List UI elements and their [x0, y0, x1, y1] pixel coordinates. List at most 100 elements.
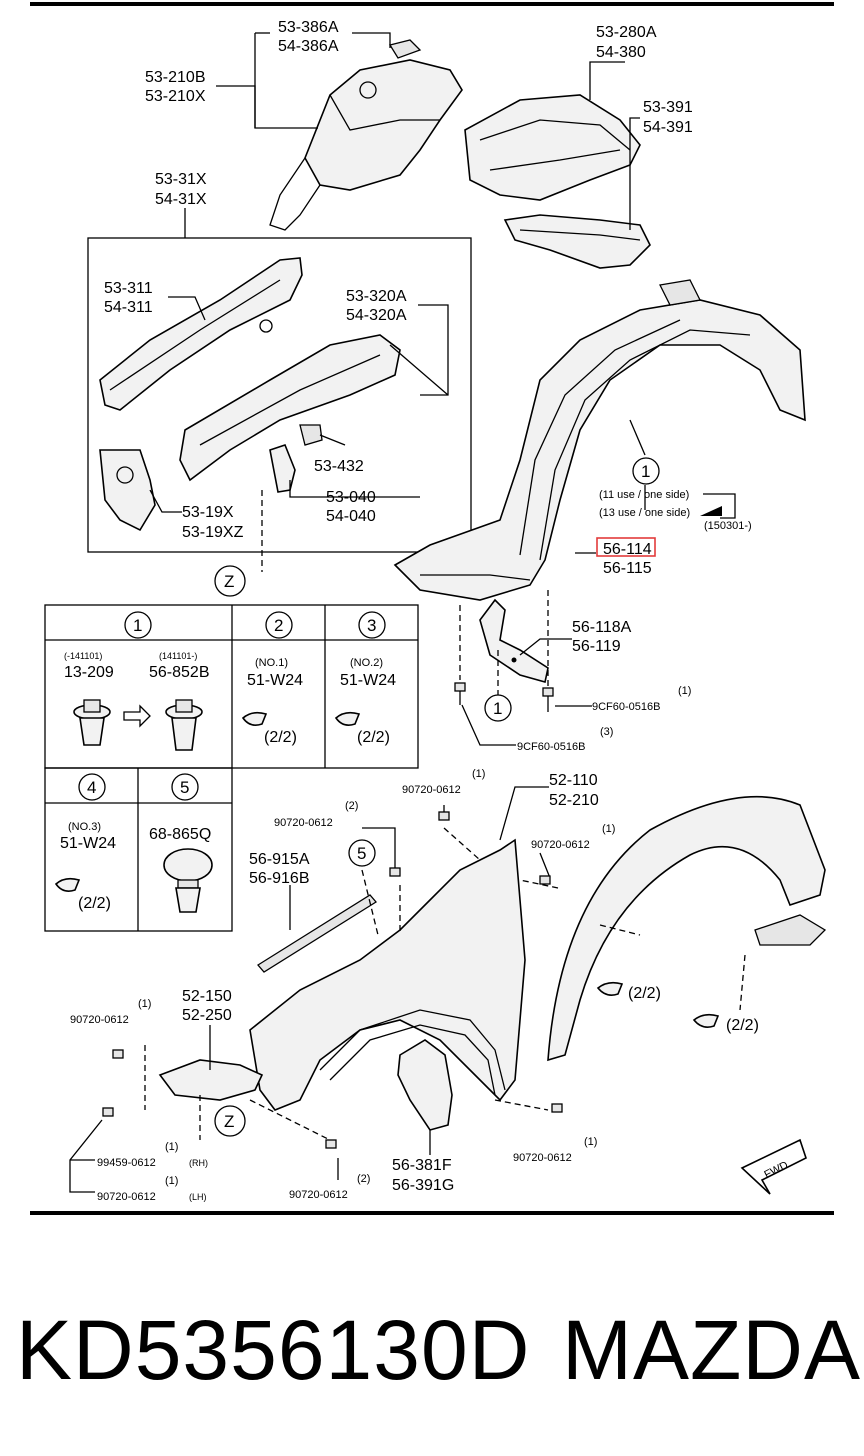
table-h5: 5	[180, 778, 189, 797]
screw-9cf60-left-icon	[454, 682, 466, 705]
label-56-916b: 56-916B	[249, 870, 310, 887]
label-half-molding-a: (2/2)	[628, 985, 661, 1002]
tape-hand-icon-no1	[241, 711, 268, 726]
z-callout-upper	[214, 565, 246, 597]
tape-hand-icon-molding-b	[692, 1013, 720, 1028]
tape-hand-icon-molding-a	[596, 981, 624, 996]
table-h3: 3	[367, 616, 376, 635]
clip-13-209-icon	[73, 699, 111, 746]
table-header-circle-1	[124, 611, 152, 639]
label-qty-90720-c: (1)	[602, 823, 615, 835]
leaders-bottom-liner	[459, 590, 592, 746]
label-53-391: 53-391	[643, 99, 693, 116]
label-54-320a: 54-320A	[346, 307, 407, 324]
bracket-53-19x-part	[99, 449, 156, 532]
right-upper-member-part	[464, 94, 641, 201]
fender-liner-part	[393, 279, 806, 601]
table-header-circle-2	[265, 611, 293, 639]
label-54-380: 54-380	[596, 44, 646, 61]
arrow-right-icon	[123, 704, 151, 728]
label-56-119: 56-119	[572, 638, 621, 655]
leaders-liner	[575, 419, 736, 554]
label-150301: (150301-)	[704, 520, 752, 532]
label-54-040: 54-040	[326, 508, 376, 525]
detail-box	[87, 237, 472, 553]
table-c3-half: (2/2)	[357, 729, 390, 746]
label-13-use: (13 use / one side)	[599, 507, 690, 519]
label-qty-90720-f: (2)	[357, 1173, 370, 1185]
label-90720-f: 90720-0612	[289, 1189, 348, 1201]
label-53-320a: 53-320A	[346, 288, 407, 305]
screw-9cf60-right-icon	[542, 687, 554, 712]
label-56-915a: 56-915A	[249, 851, 310, 868]
label-53-040: 53-040	[326, 489, 376, 506]
callout-1-main-label: 1	[641, 462, 650, 481]
label-56-114: 56-114	[603, 541, 652, 558]
table-c1-part-a: 13-209	[64, 664, 114, 681]
label-qty-90720-e: (1)	[165, 1175, 178, 1187]
brand-name: MAZDA	[562, 1303, 861, 1397]
callout-1-main	[632, 457, 660, 485]
fender-bracket-52-150-part	[158, 1059, 264, 1101]
table-h4: 4	[87, 778, 96, 797]
table-header-circle-5	[171, 773, 199, 801]
label-53-280a: 53-280A	[596, 24, 657, 41]
clip-table-grid	[44, 604, 419, 932]
label-54-391: 54-391	[643, 119, 693, 136]
table-h1: 1	[133, 616, 142, 635]
table-c1-date-a: (-141101)	[64, 651, 102, 661]
label-qty-90720-a: (1)	[472, 768, 485, 780]
label-53-432: 53-432	[314, 458, 364, 475]
label-54-31x: 54-31X	[155, 191, 207, 208]
part-number: KD5356130D	[16, 1303, 531, 1397]
table-c4-half: (2/2)	[78, 895, 111, 912]
apron-reinforcement-part	[179, 334, 401, 482]
label-99459: 99459-0612	[97, 1157, 156, 1169]
fwd-arrow-icon	[740, 1138, 807, 1195]
label-9cf60-right: 9CF60-0516B	[592, 701, 661, 713]
label-qty-90720-b: (2)	[345, 800, 358, 812]
rail-extension-part	[503, 214, 651, 269]
front-side-member-part	[99, 257, 303, 411]
bolt-icons	[102, 811, 563, 1149]
callout-5-fender	[348, 839, 376, 867]
label-53-210b: 53-210B	[145, 69, 206, 86]
label-90720-a: 90720-0612	[402, 784, 461, 796]
label-90720-e: 90720-0612	[97, 1191, 156, 1203]
label-53-311: 53-311	[104, 280, 153, 297]
table-h2: 2	[274, 616, 283, 635]
label-53-19xz: 53-19XZ	[182, 524, 244, 541]
label-53-386a: 53-386A	[278, 19, 339, 36]
table-c1-date-b: (141101-)	[159, 651, 197, 661]
clip-table-text: 1 2 3 4 5 (-141101) (141101-) 13-209 56-…	[60, 616, 396, 912]
label-qty-99459: (1)	[165, 1141, 178, 1153]
label-qty-90720-g: (1)	[584, 1136, 597, 1148]
bracket-56-118a-part	[479, 598, 549, 683]
leaders-upper	[184, 32, 640, 238]
callout-1-left-label: 1	[493, 699, 502, 718]
label-lh: (LH)	[189, 1192, 207, 1202]
label-90720-c: 90720-0612	[531, 839, 590, 851]
label-half-molding-b: (2/2)	[726, 1017, 759, 1034]
upper-apron-part	[269, 39, 463, 231]
label-56-381f: 56-381F	[392, 1157, 452, 1174]
callout-5-fender-label: 5	[357, 844, 366, 863]
clip-56-852b-icon	[165, 699, 203, 751]
label-54-311: 54-311	[104, 299, 153, 316]
label-qty-9cf60-right: (1)	[678, 685, 691, 697]
diagram-labels: 53-386A 54-386A 53-210B 53-210X 53-280A …	[70, 19, 790, 1203]
table-c3-no: (NO.2)	[350, 657, 383, 669]
label-90720-d: 90720-0612	[70, 1014, 129, 1026]
label-52-150: 52-150	[182, 988, 232, 1005]
table-c2-half: (2/2)	[264, 729, 297, 746]
mud-guard-56-381f-part	[397, 1039, 453, 1131]
table-c5-part: 68-865Q	[149, 826, 211, 843]
label-90720-g: 90720-0612	[513, 1152, 572, 1164]
table-c4-no: (NO.3)	[68, 821, 101, 833]
leaders-box	[149, 296, 449, 513]
label-53-19x: 53-19X	[182, 504, 234, 521]
z-label-upper: Z	[224, 572, 234, 591]
label-rh: (RH)	[189, 1158, 208, 1168]
footer: KD5356130D MAZDA	[0, 1300, 864, 1420]
label-52-110: 52-110	[549, 772, 598, 789]
